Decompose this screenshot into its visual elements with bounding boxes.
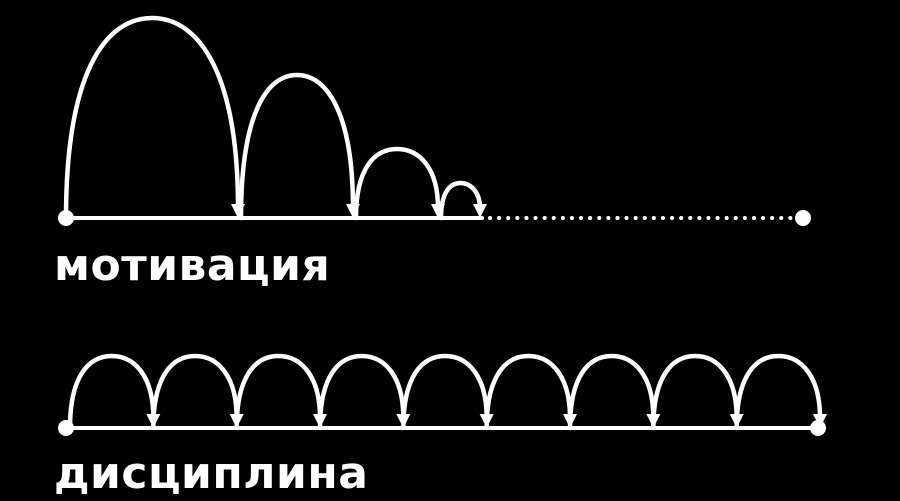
discipline-arrowhead (813, 414, 827, 428)
motivation-jump-arc (238, 72, 356, 221)
motivation-label: мотивация (54, 240, 331, 291)
motivation-row (58, 15, 811, 226)
discipline-jump-arc (151, 353, 239, 431)
discipline-row (58, 353, 827, 436)
discipline-jump-arc (484, 353, 573, 431)
discipline-label: дисциплина (54, 448, 369, 499)
discipline-jump-arc (401, 353, 489, 431)
discipline-jump-arc (234, 353, 323, 431)
motivation-jump-arc (353, 146, 441, 221)
motivation-arrowhead (473, 204, 487, 218)
discipline-jump-arc (734, 353, 823, 431)
motivation-end-node (795, 210, 811, 226)
discipline-jump-arc (651, 353, 739, 431)
discipline-jump-arc (317, 353, 406, 431)
motivation-arcs (63, 15, 487, 221)
discipline-jump-arc (67, 353, 156, 431)
discipline-jump-arc (567, 353, 656, 431)
motivation-jump-arc (63, 15, 241, 221)
motivation-jump-arc (438, 180, 483, 221)
discipline-arcs (67, 353, 827, 431)
